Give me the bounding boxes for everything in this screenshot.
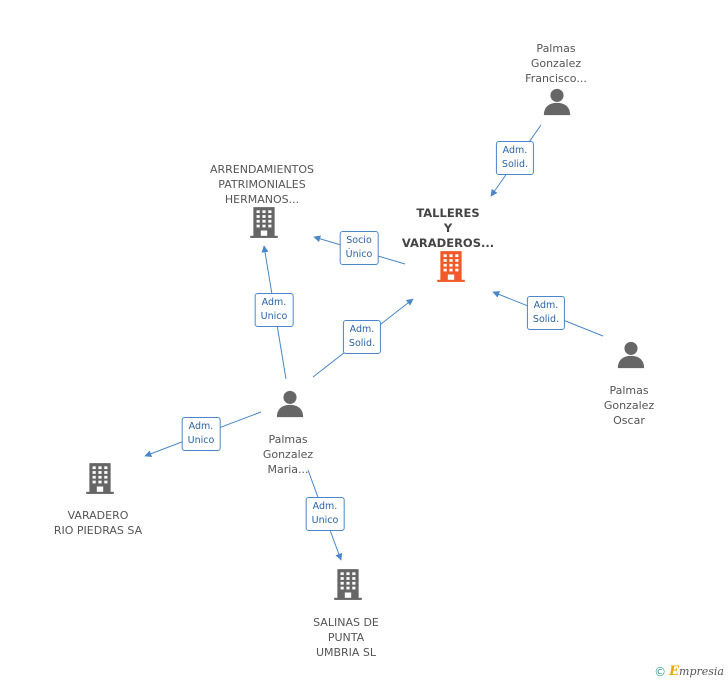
node-label-line: VARADEROS...: [401, 236, 495, 250]
person-icon[interactable]: [616, 339, 646, 373]
edge-label-line: Adm.: [312, 501, 338, 512]
building-icon[interactable]: [247, 205, 281, 243]
node-label-line: Gonzalez: [603, 399, 655, 412]
building-icon[interactable]: [331, 567, 365, 605]
node-label-line: Palmas: [536, 42, 576, 55]
node-label-line: RIO PIEDRAS SA: [53, 524, 143, 537]
node-label-line: SALINAS DE: [313, 616, 379, 629]
edge-label-maria-to-varadero[interactable]: Adm. Unico: [181, 417, 221, 451]
building-icon[interactable]: [434, 249, 468, 287]
edge-label-maria-to-salinas[interactable]: Adm. Unico: [305, 497, 345, 531]
edge-label-line: Adm.: [349, 324, 375, 335]
person-icon[interactable]: [542, 86, 572, 120]
edge-label-line: Unico: [311, 515, 339, 526]
brand-logo: Empresia: [669, 664, 724, 679]
watermark: © Empresia: [654, 664, 724, 679]
node-label-line: PUNTA: [327, 631, 365, 644]
node-label-line: Palmas: [268, 433, 308, 446]
edge-label-line: Solid.: [532, 314, 560, 325]
edge-label-line: Adm.: [261, 297, 287, 308]
node-label-line: Y: [443, 221, 453, 235]
edge-label-line: Único: [345, 249, 373, 260]
edge-label-line: Adm.: [533, 300, 559, 311]
edge-label-francisco-to-main[interactable]: Adm. Solid.: [495, 141, 535, 175]
node-label-line: ARRENDAMIENTOS: [209, 163, 315, 176]
node-label-salinas[interactable]: SALINAS DE PUNTA UMBRIA SL: [313, 615, 379, 660]
edge-label-line: Socio: [346, 235, 372, 246]
edge-label-maria-to-arrendamientos[interactable]: Adm. Unico: [254, 293, 294, 327]
edge-label-line: Unico: [260, 311, 288, 322]
node-label-line: Maria...: [267, 463, 309, 476]
node-label-line: Francisco...: [525, 72, 587, 85]
edge-label-line: Unico: [187, 435, 215, 446]
edge-label-line: Adm.: [502, 145, 528, 156]
person-icon[interactable]: [275, 388, 305, 422]
copyright-symbol: ©: [654, 664, 667, 679]
node-label-line: UMBRIA SL: [315, 646, 377, 659]
edge-label-oscar-to-main[interactable]: Adm. Solid.: [526, 296, 566, 330]
edge-label-maria-to-main[interactable]: Adm. Solid.: [342, 320, 382, 354]
edge-label-line: Solid.: [348, 338, 376, 349]
building-icon[interactable]: [83, 461, 117, 499]
node-label-line: Oscar: [613, 414, 645, 427]
edge-label-line: Solid.: [501, 159, 529, 170]
node-label-line: VARADERO: [67, 509, 129, 522]
node-label-line: Gonzalez: [262, 448, 314, 461]
edge-label-line: Adm.: [188, 421, 214, 432]
node-label-line: Palmas: [609, 384, 649, 397]
node-label-line: Gonzalez: [530, 57, 582, 70]
node-label-line: HERMANOS...: [224, 193, 300, 206]
node-label-line: PATRIMONIALES: [218, 178, 306, 191]
node-label-varadero[interactable]: VARADERO RIO PIEDRAS SA: [54, 508, 142, 538]
node-label-arrendamientos[interactable]: ARRENDAMIENTOS PATRIMONIALES HERMANOS...: [210, 162, 314, 207]
node-label-line: TALLERES: [416, 206, 480, 220]
